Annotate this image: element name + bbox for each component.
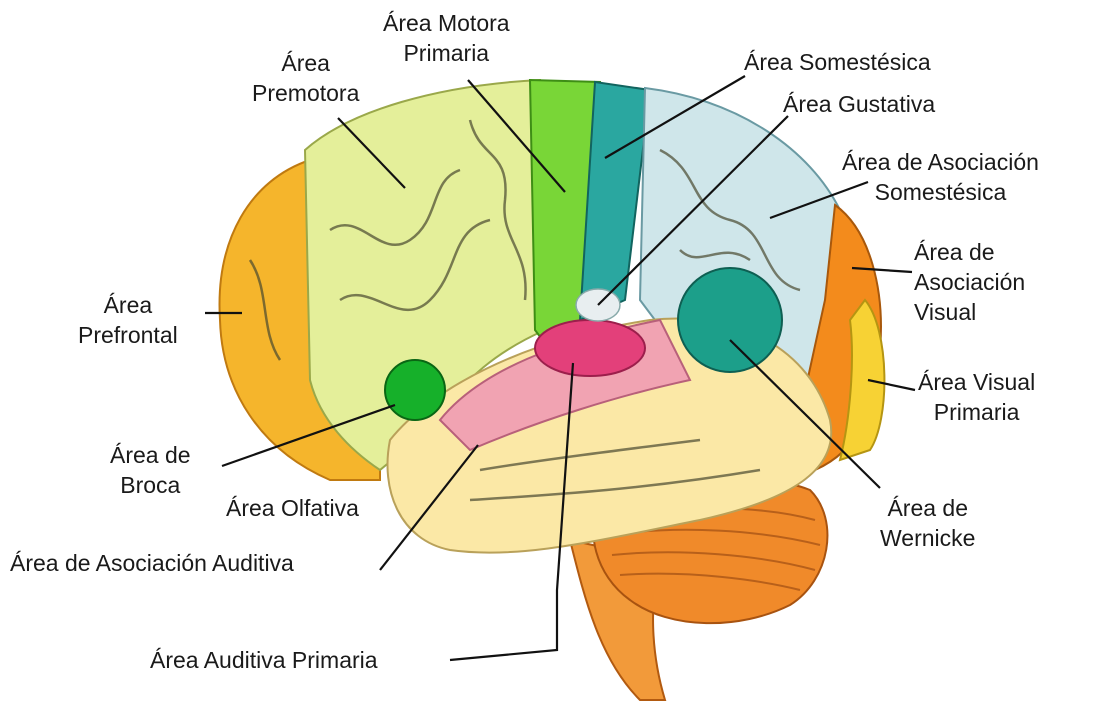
- label-area-somestesica: Área Somestésica: [744, 47, 931, 77]
- label-area-premotora: Área Premotora: [252, 48, 359, 108]
- label-area-prefrontal: Área Prefrontal: [78, 290, 178, 350]
- label-area-asoc-visual: Área de Asociación Visual: [914, 237, 1025, 327]
- region-wernicke: [678, 268, 782, 372]
- label-area-gustativa: Área Gustativa: [783, 89, 935, 119]
- label-area-wernicke: Área de Wernicke: [880, 493, 975, 553]
- label-area-auditiva-primaria: Área Auditiva Primaria: [150, 645, 378, 675]
- label-area-olfativa: Área Olfativa: [226, 493, 359, 523]
- region-broca: [385, 360, 445, 420]
- region-auditiva-primaria: [535, 320, 645, 376]
- label-area-broca: Área de Broca: [110, 440, 191, 500]
- label-area-asoc-somestesica: Área de Asociación Somestésica: [842, 147, 1039, 207]
- label-area-visual-primaria: Área Visual Primaria: [918, 367, 1035, 427]
- label-area-motora: Área Motora Primaria: [383, 8, 510, 68]
- label-area-asoc-auditiva: Área de Asociación Auditiva: [10, 548, 294, 578]
